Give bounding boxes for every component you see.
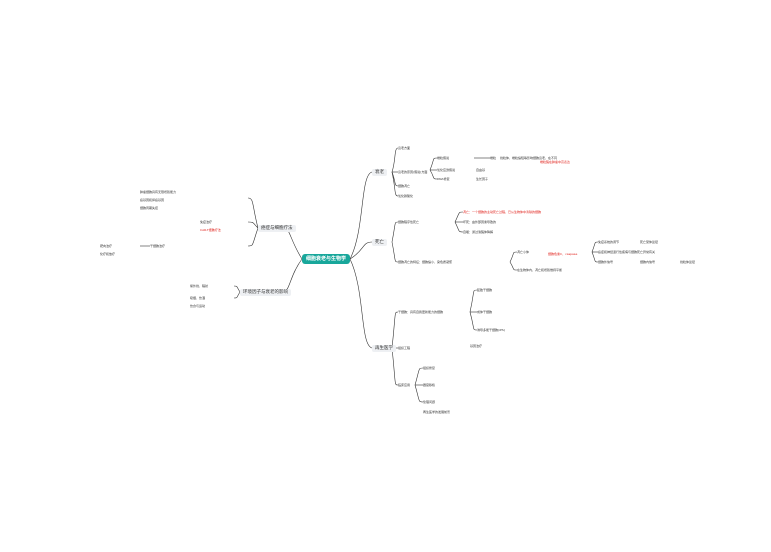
node-necrosis[interactable]: 坏死：由外部因素导致的 [463,220,497,224]
node-stem-cell[interactable]: 干细胞：具有自我更新能力的细胞 [398,310,444,314]
node-oxphos[interactable]: 氧化磷酸化 [398,194,414,198]
connector-lines [140,147,599,403]
node-ethics[interactable]: 伦理问题 [423,400,436,404]
node-immunotherapy[interactable]: 免疫治疗 [200,220,213,224]
node-uv[interactable]: 紫外线、辐射 [190,284,209,288]
branch-aging[interactable]: 衰老 [372,169,387,176]
node-free-radical[interactable]: 自由基 [476,168,486,172]
node-car-t[interactable]: CAR-T细胞疗法 [200,228,221,232]
node-telomerase-highlight: 端粒酶在肿瘤中高表达 [540,160,571,164]
node-programmed-death[interactable]: 细胞程序性死亡 [398,220,420,224]
node-dna-repair[interactable]: DNA修复 [437,177,450,181]
node-mito-pathway[interactable]: 线粒体途径 [680,260,696,264]
node-tissue-eng[interactable]: 组织工程 [398,346,411,350]
node-balance[interactable]: 在生物体内，凋亡和增殖维持平衡 [517,268,563,272]
node-tumor-proliferation[interactable]: 肿瘤细胞具有无限增殖能力 [140,190,177,194]
node-tissue-repair[interactable]: 组织修复 [423,366,436,370]
node-oxidative-stress[interactable]: 氧化应激假说 [437,168,456,172]
node-telomere-detail: 线粒体、端粒缩短等影响细胞衰老，在不同 [500,156,558,160]
node-intracellular[interactable]: 细胞内信号 [640,260,656,264]
node-cell-cycle[interactable]: 细胞周期失控 [140,206,159,210]
node-telomere-hypothesis[interactable]: 端粒假说 [437,156,450,160]
node-apoptosis[interactable]: 细胞凋亡 [398,184,411,188]
node-clinical[interactable]: 临床应用 [398,383,411,387]
node-apoptosis-def[interactable]: 凋亡：一个细胞的主动死亡过程，已从生物体中清除的细胞 [463,210,542,214]
node-adult-sc[interactable]: 成体干细胞 [477,310,493,314]
node-ips[interactable]: 诱导多能干细胞(iPS) [477,328,505,332]
node-apoptosis-features[interactable]: 细胞凋亡的特征：细胞缩小、染色质凝聚 [398,260,453,264]
node-death-receptor[interactable]: 死亡受体途径 [640,240,659,244]
branch-death[interactable]: 死亡 [372,239,387,246]
node-extracellular[interactable]: 细胞外信号 [598,260,614,264]
node-sc-therapy[interactable]: 干细胞治疗 [150,244,166,248]
node-growth-factor[interactable]: 生长因子 [476,177,489,181]
node-immune[interactable]: 免疫系统的调节 [598,240,620,244]
node-cytc: 细胞色素C、caspase [548,252,578,256]
node-autophagy[interactable]: 自噬：通过溶酶体降解 [463,230,494,234]
node-telomere[interactable]: 端粒 [490,156,497,160]
branch-regenerative-medicine[interactable]: 再生医学 [372,345,396,352]
node-chemo[interactable]: 化疗和放疗 [100,252,116,256]
node-disease[interactable]: 癌症和神经退行性疾病与细胞死亡异常有关 [598,250,656,254]
node-prospects[interactable]: 再生医学的发展前景 [423,410,451,414]
node-aging-aspect[interactable]: 衰老方面 [398,146,411,150]
node-organ-transplant[interactable]: 器官移植 [423,383,436,387]
node-diet[interactable]: 饮食与运动 [190,304,206,308]
node-targeted[interactable]: 靶向治疗 [100,244,113,248]
node-smoking[interactable]: 吸烟、饮酒 [190,296,206,300]
branch-cancer-therapy[interactable]: 癌症与细胞疗法 [258,225,296,232]
root-node[interactable]: 细胞衰老与生物学 [302,254,350,264]
branch-environment[interactable]: 环境因子与衰老的影响 [240,289,291,296]
node-oncogenes[interactable]: 癌基因和抑癌基因 [140,198,165,202]
node-aging-hypothesis[interactable]: 衰老的原因(假说)方面 [398,170,428,174]
node-gene-therapy[interactable]: 基因治疗 [470,344,483,348]
node-apoptotic-body[interactable]: 凋亡小体 [517,250,530,254]
node-esc[interactable]: 胚胎干细胞 [477,288,493,292]
